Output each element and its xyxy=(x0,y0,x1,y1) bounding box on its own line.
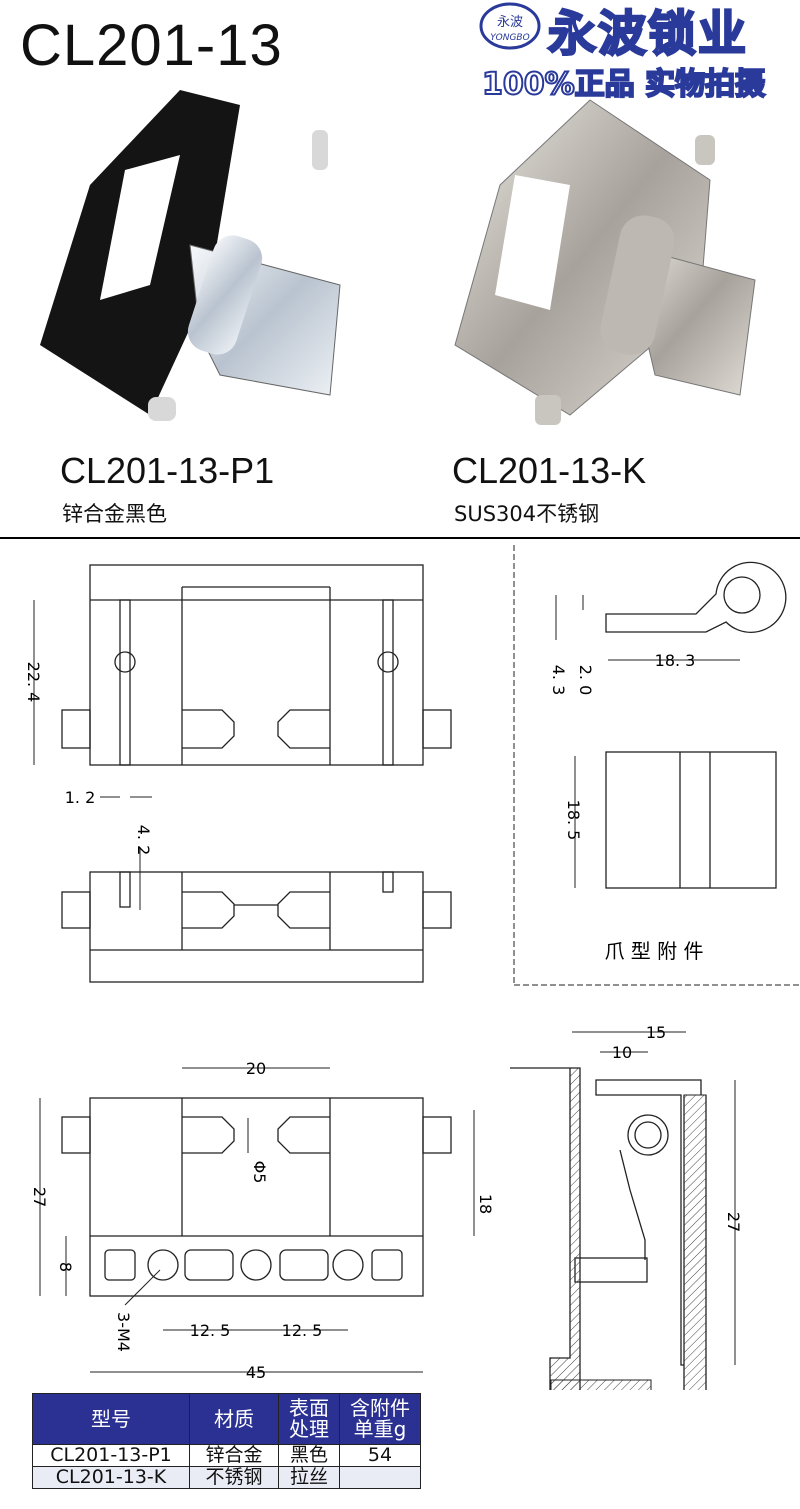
product-material-steel: SUS304不锈钢 xyxy=(454,502,600,526)
cell-weight xyxy=(339,1466,421,1489)
technical-drawing: 22. 4 1. 2 4. 2 18. 3 2. 0 4. 3 18. 5 爪 … xyxy=(24,545,800,1390)
dim-2-0: 2. 0 xyxy=(576,665,595,696)
brand-logo-graphic: 永波 YONGBO 永波锁业 100%正品 实物拍摄 xyxy=(478,0,800,104)
dim-27: 27 xyxy=(30,1187,49,1207)
dim-12-5-b: 12. 5 xyxy=(282,1321,323,1340)
logo-small-cn: 永波 xyxy=(497,15,523,30)
dim-18: 18 xyxy=(476,1194,495,1214)
dim-4-2: 4. 2 xyxy=(134,825,153,856)
claw-label: 爪 型 附 件 xyxy=(604,939,703,963)
dim-18-3: 18. 3 xyxy=(655,651,696,670)
header-surface: 表面 处理 xyxy=(278,1393,340,1445)
top-view-outline xyxy=(89,564,424,766)
spec-table: 型号 材质 表面 处理 含附件 单重g CL201-13-P1 锌合金 黑色 5… xyxy=(32,1393,421,1489)
header-model: 型号 xyxy=(32,1393,190,1445)
spec-table-header: 型号 材质 表面 处理 含附件 单重g xyxy=(32,1393,421,1445)
dim-18-5: 18. 5 xyxy=(564,800,583,841)
cell-material: 锌合金 xyxy=(189,1444,279,1467)
dim-3-m4: 3-M4 xyxy=(114,1312,133,1352)
brand-name: 永波锁业 xyxy=(548,6,748,62)
cell-model: CL201-13-K xyxy=(32,1466,190,1489)
dim-10: 10 xyxy=(612,1043,632,1062)
dim-phi-5: Φ5 xyxy=(250,1161,269,1184)
dim-15: 15 xyxy=(646,1023,666,1042)
logo-small-en: YONGBO xyxy=(490,33,529,43)
model-title: CL201-13 xyxy=(20,13,283,78)
table-row: CL201-13-K 不锈钢 拉丝 xyxy=(32,1466,421,1489)
cell-surface: 黑色 xyxy=(278,1444,340,1467)
product-photo-black xyxy=(30,85,390,445)
dim-1-2: 1. 2 xyxy=(65,788,96,807)
cell-surface: 拉丝 xyxy=(278,1466,340,1489)
brand-slogan: 100%正品 实物拍摄 xyxy=(482,67,765,102)
cell-model: CL201-13-P1 xyxy=(32,1444,190,1467)
dim-45: 45 xyxy=(246,1363,266,1382)
header-weight: 含附件 单重g xyxy=(339,1393,421,1445)
dim-22-4: 22. 4 xyxy=(24,662,43,703)
product-code-steel: CL201-13-K xyxy=(452,450,647,491)
product-code-black: CL201-13-P1 xyxy=(60,450,275,491)
dim-8: 8 xyxy=(56,1262,75,1272)
brand-logo: 永波 YONGBO 永波锁业 100%正品 实物拍摄 xyxy=(478,0,800,104)
dim-20: 20 xyxy=(246,1059,266,1078)
product-photo-steel xyxy=(440,95,780,445)
dim-27-right: 27 xyxy=(724,1212,743,1232)
dim-12-5-a: 12. 5 xyxy=(190,1321,231,1340)
product-material-black: 锌合金黑色 xyxy=(62,502,167,526)
dim-4-3: 4. 3 xyxy=(549,665,568,696)
header-material: 材质 xyxy=(189,1393,279,1445)
divider xyxy=(0,537,800,539)
cell-material: 不锈钢 xyxy=(189,1466,279,1489)
cell-weight: 54 xyxy=(339,1444,421,1467)
table-row: CL201-13-P1 锌合金 黑色 54 xyxy=(32,1444,421,1467)
